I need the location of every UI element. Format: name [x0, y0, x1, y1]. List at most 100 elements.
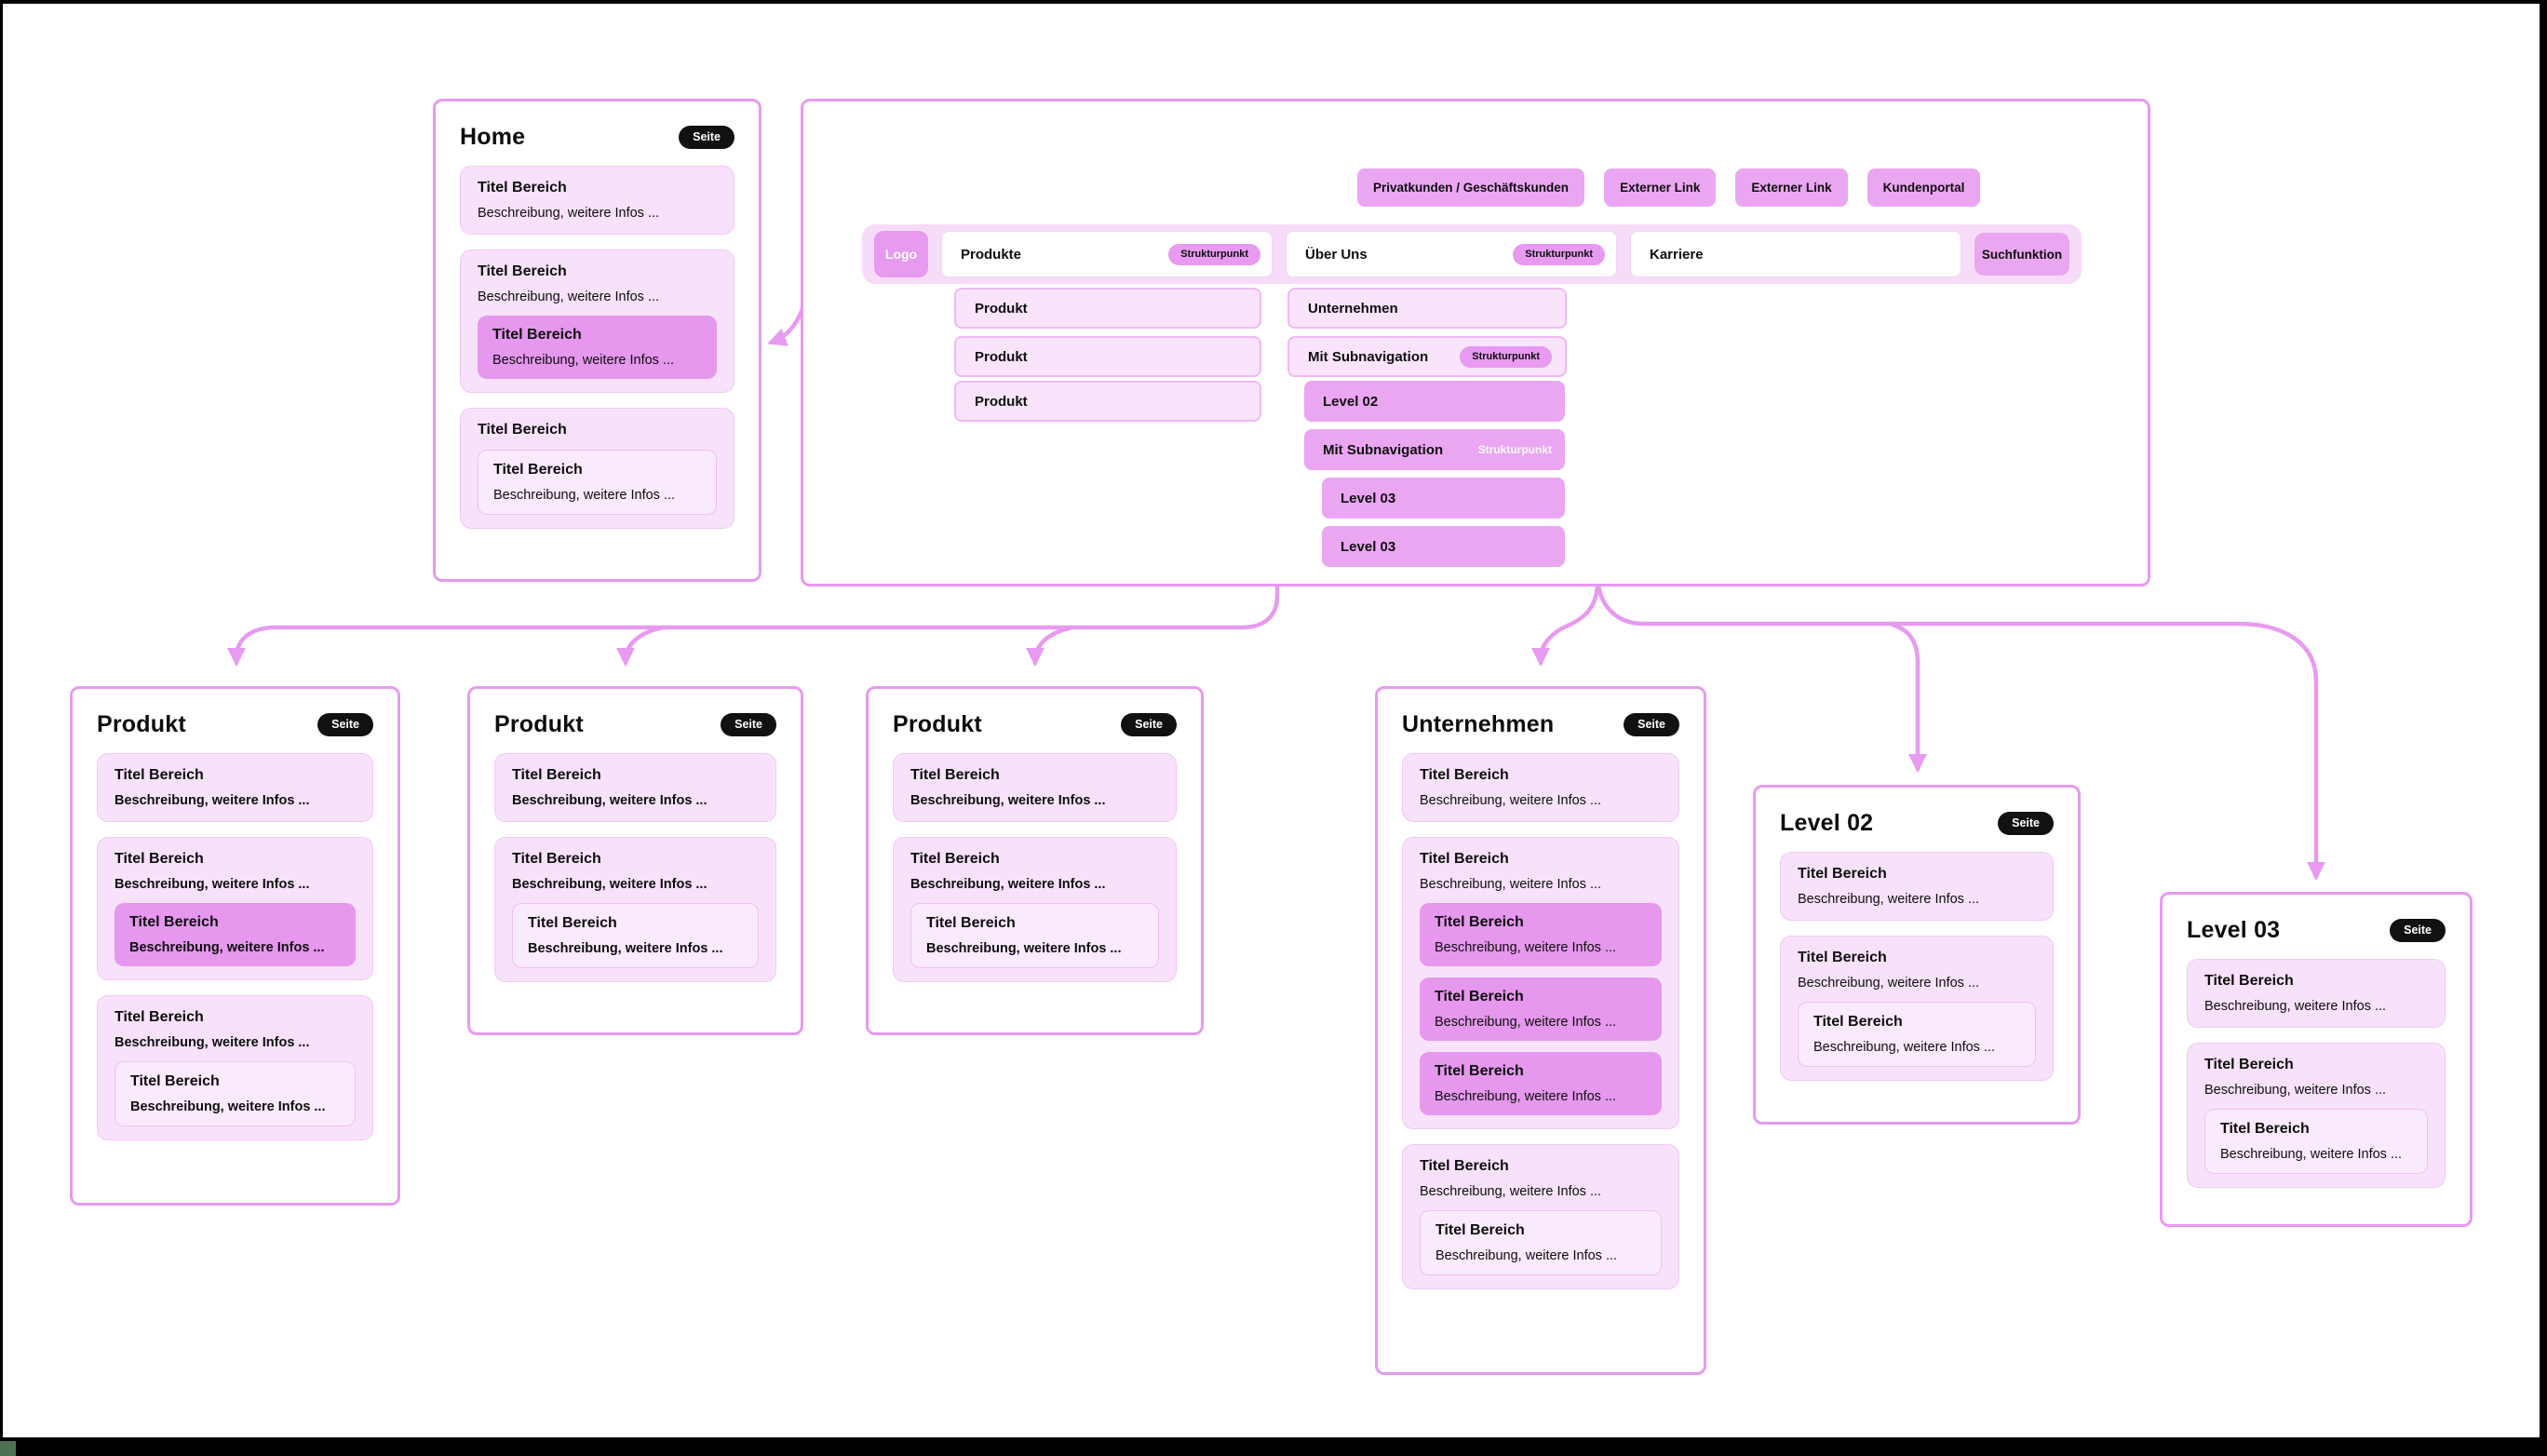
- seite-badge: Seite: [317, 713, 373, 736]
- section-description: Beschreibung, weitere Infos ...: [1813, 1040, 1996, 1055]
- level2-item-1[interactable]: Level 02: [1304, 381, 1565, 422]
- section-description: Beschreibung, weitere Infos ...: [130, 1099, 326, 1114]
- section-description: Beschreibung, weitere Infos ...: [528, 941, 723, 956]
- meta-nav-button-2[interactable]: Externer Link: [1604, 169, 1717, 207]
- section-description: Beschreibung, weitere Infos ...: [115, 1035, 310, 1050]
- seite-badge: Seite: [679, 126, 734, 149]
- card-header: Home Seite: [460, 124, 734, 151]
- section-title: Titel Bereich: [130, 1073, 220, 1089]
- section-title: Titel Bereich: [115, 767, 204, 783]
- section-description: Beschreibung, weitere Infos ...: [478, 206, 660, 221]
- navigation-structure-panel[interactable]: Privatkunden / Geschäftskunden Externer L…: [801, 99, 2150, 586]
- strukturpunkt-badge: Strukturpunkt: [1477, 443, 1552, 456]
- section-title: Titel Bereich: [1435, 989, 1524, 1004]
- dropdown-produkt-2[interactable]: Produkt: [954, 336, 1261, 377]
- level3-item-2[interactable]: Level 03: [1322, 526, 1565, 567]
- section-title: Titel Bereich: [493, 462, 583, 478]
- desktop-corner-fragment: [0, 1441, 16, 1456]
- content-section[interactable]: Titel Bereich Beschreibung, weitere Infos…: [460, 249, 734, 393]
- dropdown-produkt-1[interactable]: Produkt: [954, 288, 1261, 329]
- dropdown-item-label: Mit Subnavigation: [1323, 441, 1444, 458]
- card-header: Produkt Seite: [97, 711, 373, 738]
- section-title: Titel Bereich: [2220, 1121, 2310, 1137]
- section-title: Titel Bereich: [2204, 1057, 2294, 1072]
- section-title: Titel Bereich: [492, 327, 582, 343]
- dropdown-produkt-3[interactable]: Produkt: [954, 381, 1261, 422]
- page-title: Home: [460, 124, 526, 150]
- section-description: Beschreibung, weitere Infos ...: [512, 877, 708, 892]
- search-function-button[interactable]: Suchfunktion: [1974, 233, 2069, 276]
- section-title: Titel Bereich: [1435, 914, 1524, 930]
- section-description: Beschreibung, weitere Infos ...: [1435, 1015, 1617, 1030]
- section-description: Beschreibung, weitere Infos ...: [1435, 1089, 1617, 1104]
- level2-item-2[interactable]: Mit Subnavigation Strukturpunkt: [1304, 429, 1565, 470]
- section-title: Titel Bereich: [115, 851, 204, 867]
- section-description: Beschreibung, weitere Infos ...: [129, 940, 325, 955]
- section-description: Beschreibung, weitere Infos ...: [493, 488, 676, 503]
- section-title: Titel Bereich: [1798, 866, 1887, 882]
- meta-nav-button-1[interactable]: Privatkunden / Geschäftskunden: [1357, 169, 1585, 207]
- meta-nav-button-3[interactable]: Externer Link: [1735, 169, 1848, 207]
- dropdown-item-label: Unternehmen: [1308, 300, 1398, 317]
- page-title: Produkt: [893, 711, 982, 737]
- meta-nav-button-4[interactable]: Kundenportal: [1866, 169, 1981, 207]
- logo-chip[interactable]: Logo: [874, 231, 928, 277]
- section-description: Beschreibung, weitere Infos ...: [1798, 892, 1980, 907]
- section-description: Beschreibung, weitere Infos ...: [115, 877, 310, 892]
- section-title: Titel Bereich: [512, 767, 601, 783]
- section-description: Beschreibung, weitere Infos ...: [478, 290, 660, 304]
- seite-badge: Seite: [2390, 919, 2446, 942]
- dropdown-item-label: Level 03: [1341, 490, 1396, 506]
- nav-item-karriere[interactable]: Karriere: [1630, 231, 1961, 277]
- dropdown-unternehmen[interactable]: Unternehmen: [1287, 288, 1567, 329]
- page-title: Produkt: [97, 711, 186, 737]
- section-title: Titel Bereich: [528, 915, 617, 931]
- section-description: Beschreibung, weitere Infos ...: [512, 793, 708, 808]
- section-title: Titel Bereich: [478, 180, 567, 195]
- section-description: Beschreibung, weitere Infos ...: [2220, 1147, 2403, 1162]
- section-description: Beschreibung, weitere Infos ...: [1420, 877, 1602, 892]
- level3-item-1[interactable]: Level 03: [1322, 478, 1565, 519]
- section-title: Titel Bereich: [1798, 950, 1887, 965]
